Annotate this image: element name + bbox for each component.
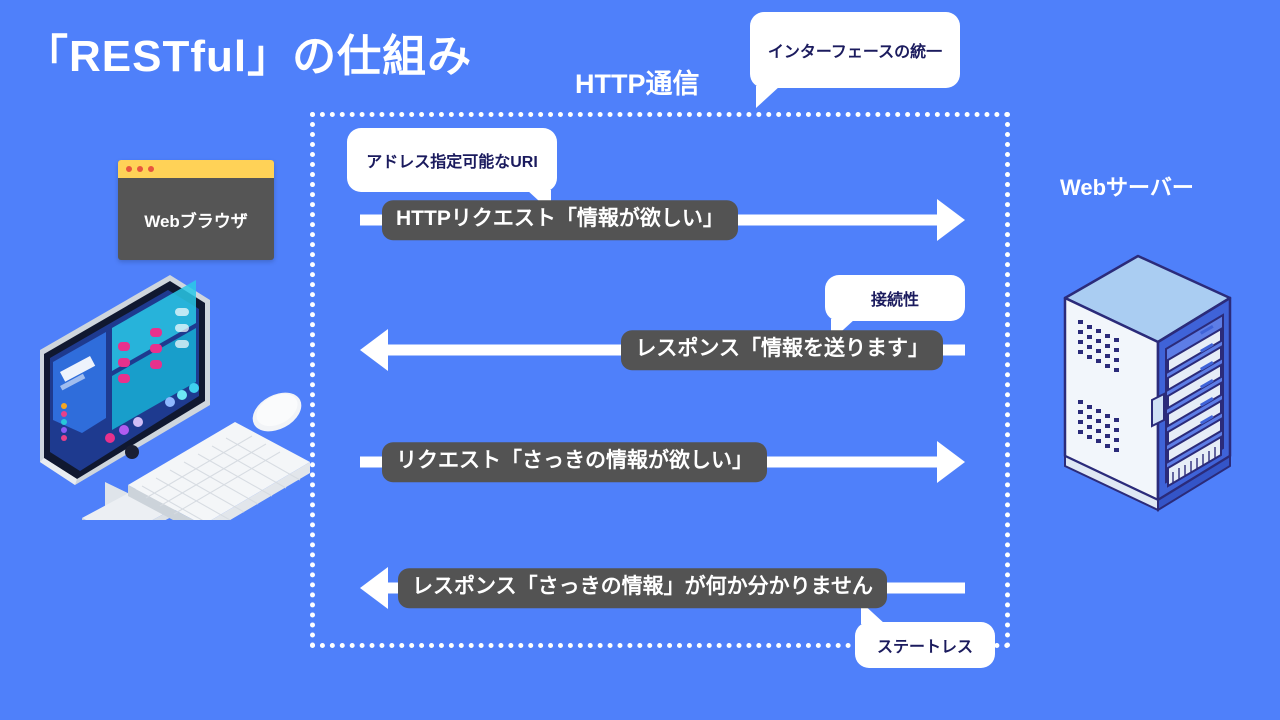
callout-connect-text: 接続性: [870, 292, 919, 309]
callout-connectivity: 接続性: [825, 275, 965, 341]
web-browser-card: Webブラウザ: [118, 160, 274, 260]
callout-tail-icon: [756, 86, 780, 108]
callout-stateless-text: ステートレス: [876, 639, 973, 656]
browser-titlebar: [118, 160, 274, 178]
message-row-request-1: HTTPリクエスト「情報が欲しい」: [360, 198, 965, 242]
callout-addressable-uri: アドレス指定可能なURI: [347, 128, 557, 212]
arrow-head-right-icon: [937, 441, 965, 483]
callout-interface-unification: インターフェースの統一: [750, 12, 960, 108]
arrow-head-left-icon: [360, 329, 388, 371]
http-communication-label: HTTP通信: [575, 69, 700, 99]
page-title: 「RESTful」の仕組み: [24, 32, 473, 81]
arrow-head-right-icon: [937, 199, 965, 241]
web-browser-label: Webブラウザ: [144, 211, 248, 231]
message-label-response-1: レスポンス「情報を送ります」: [621, 330, 943, 370]
message-label-request-1: HTTPリクエスト「情報が欲しい」: [382, 200, 738, 240]
message-label-response-2: レスポンス「さっきの情報」が何か分かりません: [398, 568, 887, 608]
callout-interface-text: インターフェースの統一: [767, 44, 943, 61]
message-label-request-2: リクエスト「さっきの情報が欲しい」: [382, 442, 767, 482]
http-boundary-box: [310, 112, 1010, 648]
mouse-graphic: [252, 392, 302, 432]
callout-uri-text: アドレス指定可能なURI: [366, 154, 538, 171]
web-server-illustration: [1040, 210, 1255, 530]
callout-stateless: ステートレス: [855, 602, 995, 668]
message-row-response-2: レスポンス「さっきの情報」が何か分かりません: [360, 566, 965, 610]
window-dot-red-1: [126, 166, 132, 172]
web-server-caption: Webサーバー: [1060, 175, 1194, 200]
web-browser-computer-illustration: [20, 230, 320, 545]
arrow-head-left-icon: [360, 567, 388, 609]
window-dot-red-3: [148, 166, 154, 172]
message-row-request-2: リクエスト「さっきの情報が欲しい」: [360, 440, 965, 484]
monitor-graphic: [40, 275, 210, 545]
window-dot-red-2: [137, 166, 143, 172]
message-row-response-1: レスポンス「情報を送ります」: [360, 328, 965, 372]
